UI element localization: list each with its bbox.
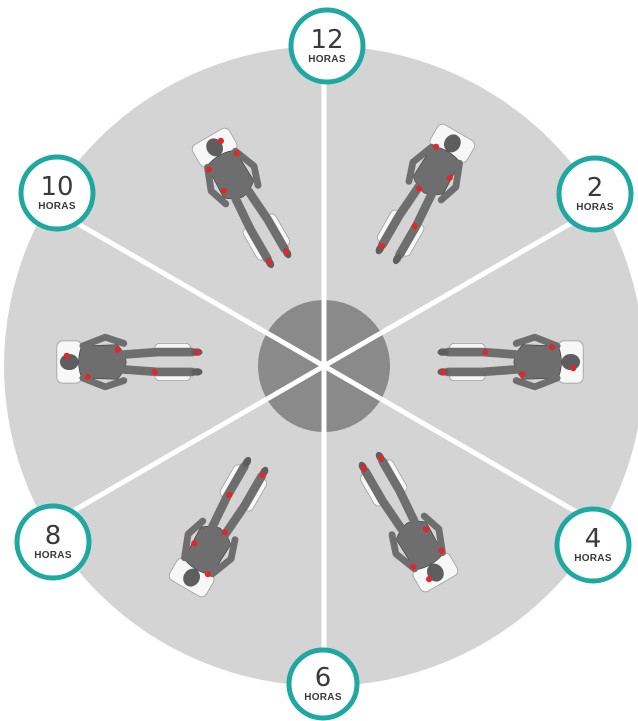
clock-badge-2: 2 HORAS: [559, 158, 631, 230]
clock-badge-4: 4 HORAS: [557, 509, 629, 581]
badge-unit: HORAS: [38, 201, 76, 212]
badge-hours: 6: [315, 663, 332, 693]
badge-unit: HORAS: [304, 692, 342, 703]
badge-hours: 12: [310, 25, 343, 55]
badge-hours: 2: [587, 173, 604, 203]
clock-badge-12: 12 HORAS: [291, 10, 363, 82]
badge-unit: HORAS: [34, 550, 72, 561]
badge-hours: 8: [45, 521, 62, 551]
clock-badge-8: 8 HORAS: [17, 506, 89, 578]
clock-badge-6: 6 HORAS: [289, 650, 357, 718]
badge-unit: HORAS: [576, 202, 614, 213]
badge-unit: HORAS: [574, 553, 612, 564]
badge-hours: 10: [40, 172, 73, 202]
clock-badge-10: 10 HORAS: [21, 157, 93, 229]
badge-unit: HORAS: [308, 54, 346, 65]
badge-hours: 4: [585, 524, 602, 554]
